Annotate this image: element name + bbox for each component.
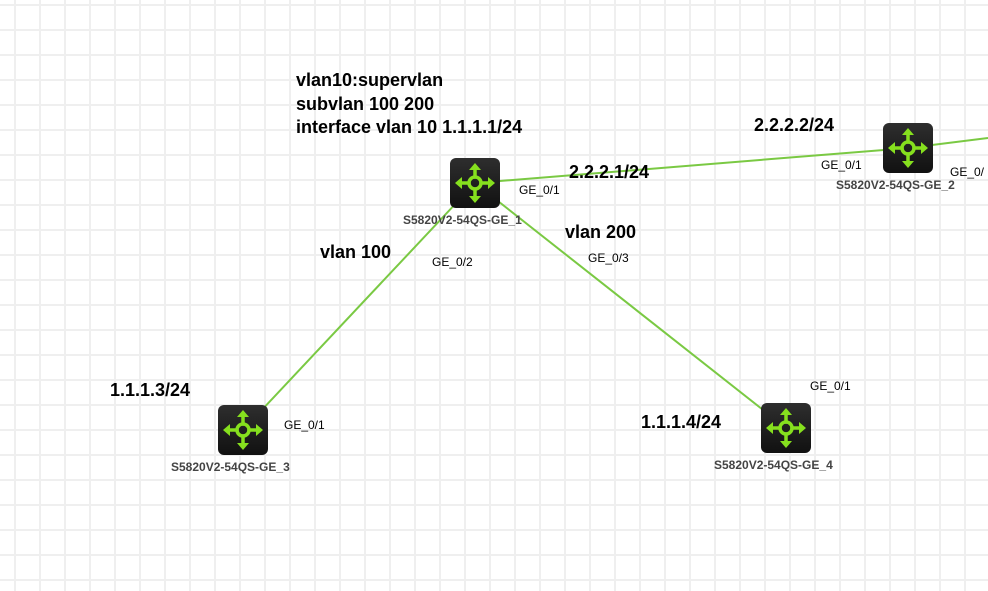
- device-label-ge1: S5820V2-54QS-GE_1: [403, 213, 522, 227]
- switch-ge2[interactable]: [883, 123, 933, 173]
- switch-icon: [888, 128, 928, 168]
- port-label: GE_0/1: [519, 183, 560, 197]
- switch-ge1[interactable]: [450, 158, 500, 208]
- link-ge1-ge4[interactable]: [474, 182, 787, 429]
- port-label: GE_0/1: [284, 418, 325, 432]
- port-label: GE_0/: [950, 165, 985, 179]
- link-ge1-ge2[interactable]: [474, 147, 909, 184]
- device-label-ge2: S5820V2-54QS-GE_2: [836, 178, 955, 192]
- switch-ge4[interactable]: [761, 403, 811, 453]
- device-label-ge3: S5820V2-54QS-GE_3: [171, 460, 290, 474]
- port-label: GE_0/3: [588, 251, 629, 265]
- port-label: GE_0/2: [432, 255, 473, 269]
- port-label: GE_0/1: [821, 158, 862, 172]
- annotation-ip-ge4: 1.1.1.4/24: [641, 412, 722, 432]
- switch-icon: [766, 408, 806, 448]
- port-label: GE_0/1: [810, 379, 851, 393]
- annotation-supervlan-2: subvlan 100 200: [296, 94, 435, 114]
- annotation-ip-ge2: 2.2.2.2/24: [754, 115, 835, 135]
- annotation-ip-ge1: 2.2.2.1/24: [569, 162, 650, 182]
- annotation-supervlan-1: vlan10:supervlan: [296, 70, 444, 90]
- device-label-ge4: S5820V2-54QS-GE_4: [714, 458, 833, 472]
- annotation-supervlan-3: interface vlan 10 1.1.1.1/24: [296, 117, 523, 137]
- annotation-ip-ge3: 1.1.1.3/24: [110, 380, 191, 400]
- annotation-vlan100: vlan 100: [320, 242, 392, 262]
- annotation-vlan200: vlan 200: [565, 222, 637, 242]
- switch-ge3[interactable]: [218, 405, 268, 455]
- link-ge1-ge3[interactable]: [242, 182, 476, 431]
- switch-icon: [455, 163, 495, 203]
- switch-icon: [223, 410, 263, 450]
